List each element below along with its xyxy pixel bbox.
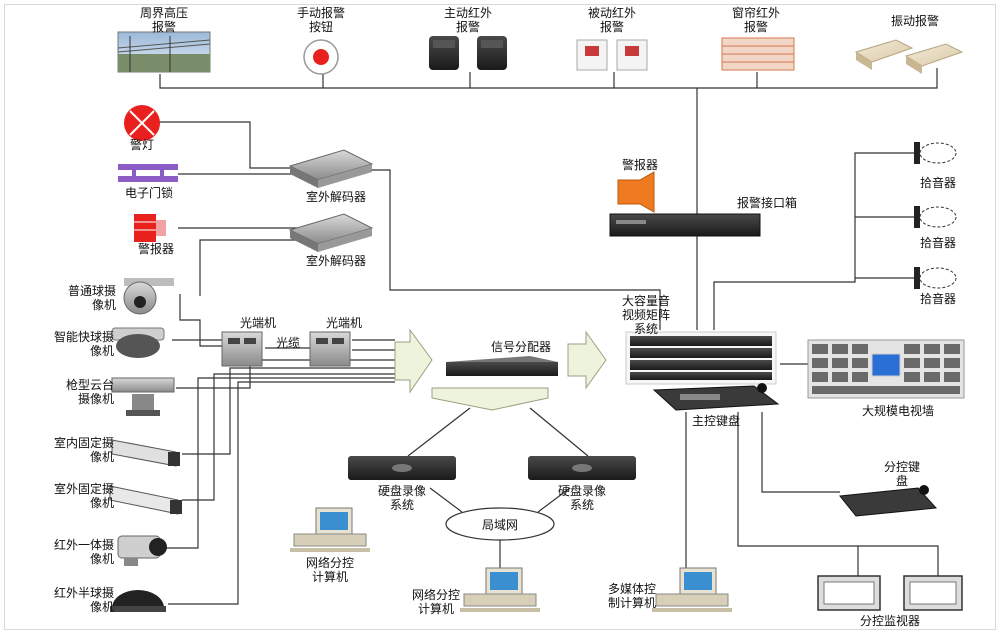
ir-half-dome-line xyxy=(168,381,395,605)
label-microphone-2: 拾音器 xyxy=(919,236,956,250)
label-microphone-1: 拾音器 xyxy=(919,176,956,190)
outdoor-decoder-1-icon xyxy=(288,149,374,188)
label-manual-alarm-button: 手动报警按钮 xyxy=(296,6,345,34)
passive-ir-alarm-icon xyxy=(576,39,648,71)
microphone-3-icon xyxy=(914,267,957,289)
label-curtain-ir-alarm: 窗帘红外报警 xyxy=(731,6,780,34)
siren-left-icon xyxy=(134,214,166,242)
dvr-2-icon xyxy=(528,456,636,480)
diagram-frame xyxy=(4,4,996,630)
flow-arrows xyxy=(394,328,607,411)
label-fiber-cable: 光缆 xyxy=(275,336,300,350)
label-dvr-2: 硬盘录像系统 xyxy=(557,484,606,512)
label-lan: 局域网 xyxy=(481,518,518,532)
alarm-bus-line xyxy=(159,68,938,89)
main-keyboard-icon xyxy=(652,383,780,411)
label-sub-keyboard: 分控键盘 xyxy=(883,460,920,488)
label-signal-distributor: 信号分配器 xyxy=(490,340,551,354)
perimeter-alarm-icon xyxy=(117,31,211,73)
optical-terminal-2-icon xyxy=(309,331,351,367)
mic-bus-line xyxy=(713,152,914,330)
label-ir-half-dome-camera: 红外半球摄像机 xyxy=(53,586,114,614)
ir-camera-line xyxy=(166,377,395,549)
label-electronic-door-lock: 电子门锁 xyxy=(124,186,173,200)
label-outdoor-fixed-camera: 室外固定摄像机 xyxy=(53,482,114,510)
label-vibration-alarm: 振动报警 xyxy=(890,14,939,28)
label-alarm-interface-box: 报警接口箱 xyxy=(736,196,797,210)
dist-to-dvr2-line xyxy=(529,407,589,457)
arrow-to-matrix xyxy=(567,330,607,390)
label-ptz-camera: 枪型云台摄像机 xyxy=(65,378,114,406)
label-passive-ir-alarm: 被动红外报警 xyxy=(587,6,636,34)
dvr1-to-lan-line xyxy=(429,487,463,513)
outdoor-fixed-camera-icon xyxy=(109,485,182,515)
siren-top-icon xyxy=(617,171,655,213)
decoder-to-matrix-line xyxy=(370,169,661,330)
outdoor-camera-line xyxy=(182,373,395,501)
connection-lines xyxy=(150,68,939,605)
indoor-fixed-camera-icon xyxy=(111,439,180,467)
optical-terminal-1-icon xyxy=(221,331,263,367)
electronic-door-lock-icon xyxy=(118,164,178,182)
dvr-1-icon xyxy=(348,456,456,480)
microphone-2-icon xyxy=(914,206,957,228)
indoor-camera-line xyxy=(182,367,395,455)
active-ir-alarm-icon xyxy=(429,36,507,70)
label-perimeter-alarm: 周界高压报警 xyxy=(139,6,188,34)
label-video-wall: 大规模电视墙 xyxy=(861,404,934,418)
label-multimedia-pc: 多媒体控制计算机 xyxy=(607,582,656,610)
speed-dome-camera-icon xyxy=(111,327,165,358)
multimedia-pc-icon xyxy=(652,567,732,612)
manual-alarm-button-icon xyxy=(303,39,339,75)
dome-camera-icon xyxy=(123,278,174,315)
arrow-to-distributor xyxy=(394,328,433,394)
matrix-to-monitor-line xyxy=(737,412,939,578)
label-active-ir-alarm: 主动红外报警 xyxy=(443,6,492,34)
curtain-ir-alarm-icon xyxy=(721,37,795,71)
label-siren-top: 警报器 xyxy=(621,158,658,172)
video-matrix-icon xyxy=(625,331,777,385)
label-optical-terminal-2: 光端机 xyxy=(325,316,362,330)
ir-integrated-camera-icon xyxy=(117,535,167,566)
network-pc-2-icon xyxy=(460,567,540,612)
label-microphone-3: 拾音器 xyxy=(919,292,956,306)
vibration-alarm-icon xyxy=(854,39,964,74)
label-indoor-fixed-camera: 室内固定摄像机 xyxy=(53,436,114,464)
label-network-pc-1: 网络分控计算机 xyxy=(305,556,354,584)
decoder2-to-dome-line xyxy=(199,239,320,296)
label-warning-light: 警灯 xyxy=(129,138,154,152)
label-outdoor-decoder-2: 室外解码器 xyxy=(305,254,366,268)
label-main-keyboard: 主控键盘 xyxy=(691,414,740,428)
warning-light-icon xyxy=(124,105,160,141)
ptz-camera-icon xyxy=(111,377,175,416)
matrix-to-subkbd-line xyxy=(761,412,840,493)
sub-monitor-2-icon xyxy=(903,575,963,611)
label-video-matrix: 大容量音视频矩阵系统 xyxy=(621,294,670,336)
label-siren-left: 警报器 xyxy=(137,242,174,256)
signal-distributor-icon xyxy=(446,356,558,376)
dist-to-dvr1-line xyxy=(407,407,471,457)
network-pc-1-icon xyxy=(290,507,370,552)
video-wall-icon xyxy=(807,339,965,399)
ir-half-dome-camera-icon xyxy=(110,590,166,612)
label-dvr-1: 硬盘录像系统 xyxy=(377,484,426,512)
microphone-1-icon xyxy=(914,142,957,164)
lan-ellipse xyxy=(445,507,555,541)
label-ir-integrated-camera: 红外一体摄像机 xyxy=(53,538,114,566)
label-sub-monitor: 分控监视器 xyxy=(859,614,920,628)
outdoor-decoder-2-icon xyxy=(288,213,374,252)
alarm-interface-box-icon xyxy=(609,213,761,237)
label-optical-terminal-1: 光端机 xyxy=(239,316,276,330)
sub-keyboard-icon xyxy=(839,485,938,517)
label-speed-dome-camera: 智能快球摄像机 xyxy=(53,330,114,358)
sub-monitor-1-icon xyxy=(817,575,881,611)
dvr2-to-lan-line xyxy=(537,487,571,513)
arrow-down-to-dvr xyxy=(431,387,549,411)
label-network-pc-2: 网络分控计算机 xyxy=(411,588,460,616)
label-outdoor-decoder-1: 室外解码器 xyxy=(305,190,366,204)
light-to-decoder-line xyxy=(150,121,298,169)
dome-to-optical-line xyxy=(179,294,222,347)
label-dome-camera: 普通球摄像机 xyxy=(67,284,116,312)
